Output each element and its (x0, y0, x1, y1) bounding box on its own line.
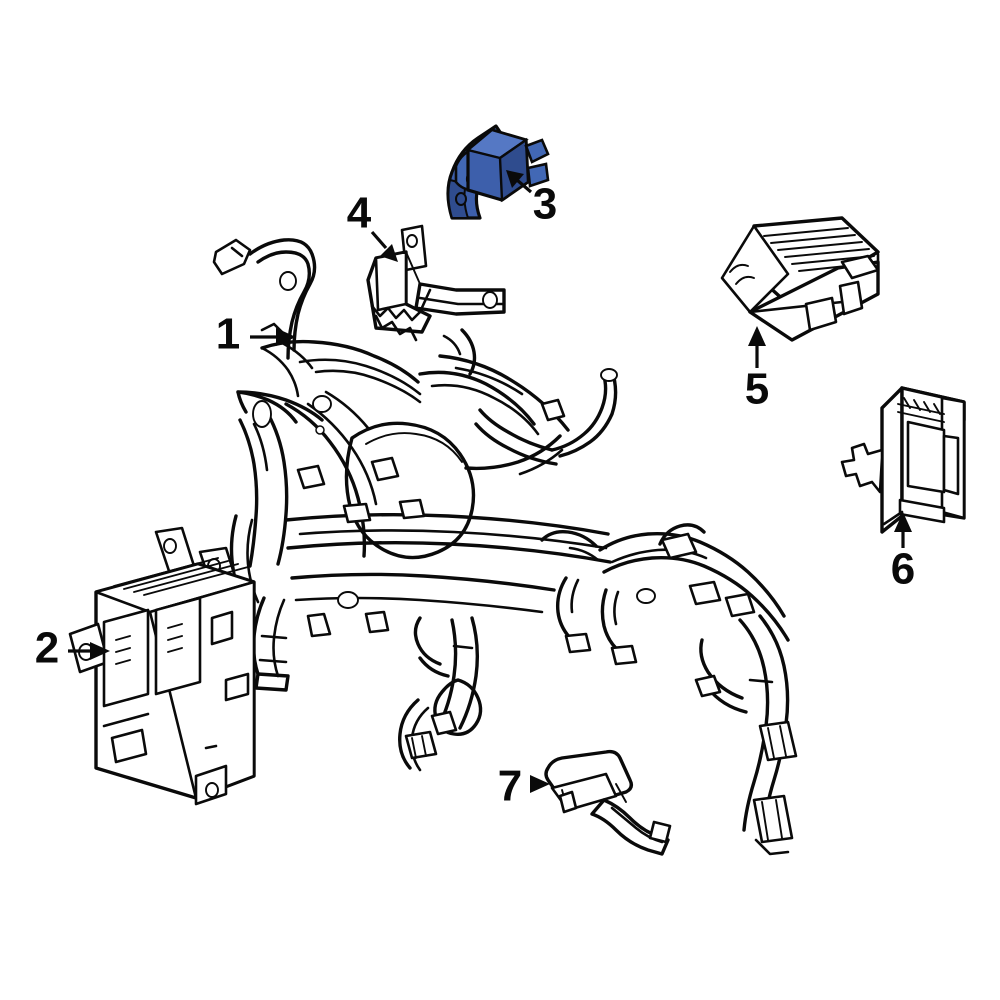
callout-3-leader (515, 178, 533, 194)
harness-central-bundle (229, 328, 612, 692)
callout-7-arrowhead (530, 775, 550, 793)
harness-upper-left-branch (212, 238, 317, 360)
callout-1-number: 1 (216, 310, 240, 359)
callout-4[interactable]: 4 (347, 189, 398, 262)
part-junction-block-fuse-box[interactable] (68, 526, 256, 806)
callout-4-arrowhead (380, 244, 398, 262)
callout-4-number: 4 (347, 189, 372, 238)
callout-2-arrowhead (90, 642, 110, 660)
callout-7[interactable]: 7 (498, 762, 550, 811)
sensor-connector-tab (524, 138, 550, 164)
callout-3-number: 3 (533, 180, 557, 229)
harness-right-wing (540, 523, 798, 856)
part-instrument-panel-wiring-harness[interactable] (212, 238, 798, 856)
callout-5-number: 5 (745, 365, 769, 414)
sensor-connector-tab-2 (526, 162, 550, 188)
part-mounting-bracket[interactable] (366, 224, 506, 342)
callout-3[interactable]: 3 (506, 170, 557, 229)
callout-1-arrowhead (276, 328, 296, 346)
callout-3-arrowhead (506, 170, 524, 188)
harness-mid-right-branch (464, 368, 618, 476)
callout-2[interactable]: 2 (35, 624, 110, 673)
callout-6-number: 6 (891, 545, 915, 594)
callout-7-number: 7 (498, 762, 522, 811)
callout-6[interactable]: 6 (891, 512, 915, 594)
part-relay-sensor-module[interactable] (544, 749, 672, 856)
callout-4-leader (370, 230, 388, 250)
callout-5-arrowhead (748, 326, 766, 346)
callout-6-arrowhead (894, 512, 912, 532)
part-electronic-control-unit[interactable] (840, 386, 966, 534)
harness-lower-center-branch (398, 616, 483, 772)
callout-2-number: 2 (35, 624, 59, 673)
bracket-bolt-hole-lower (455, 192, 467, 206)
callout-5[interactable]: 5 (745, 326, 769, 414)
callout-1[interactable]: 1 (216, 310, 296, 359)
part-finned-control-module[interactable] (720, 216, 880, 342)
